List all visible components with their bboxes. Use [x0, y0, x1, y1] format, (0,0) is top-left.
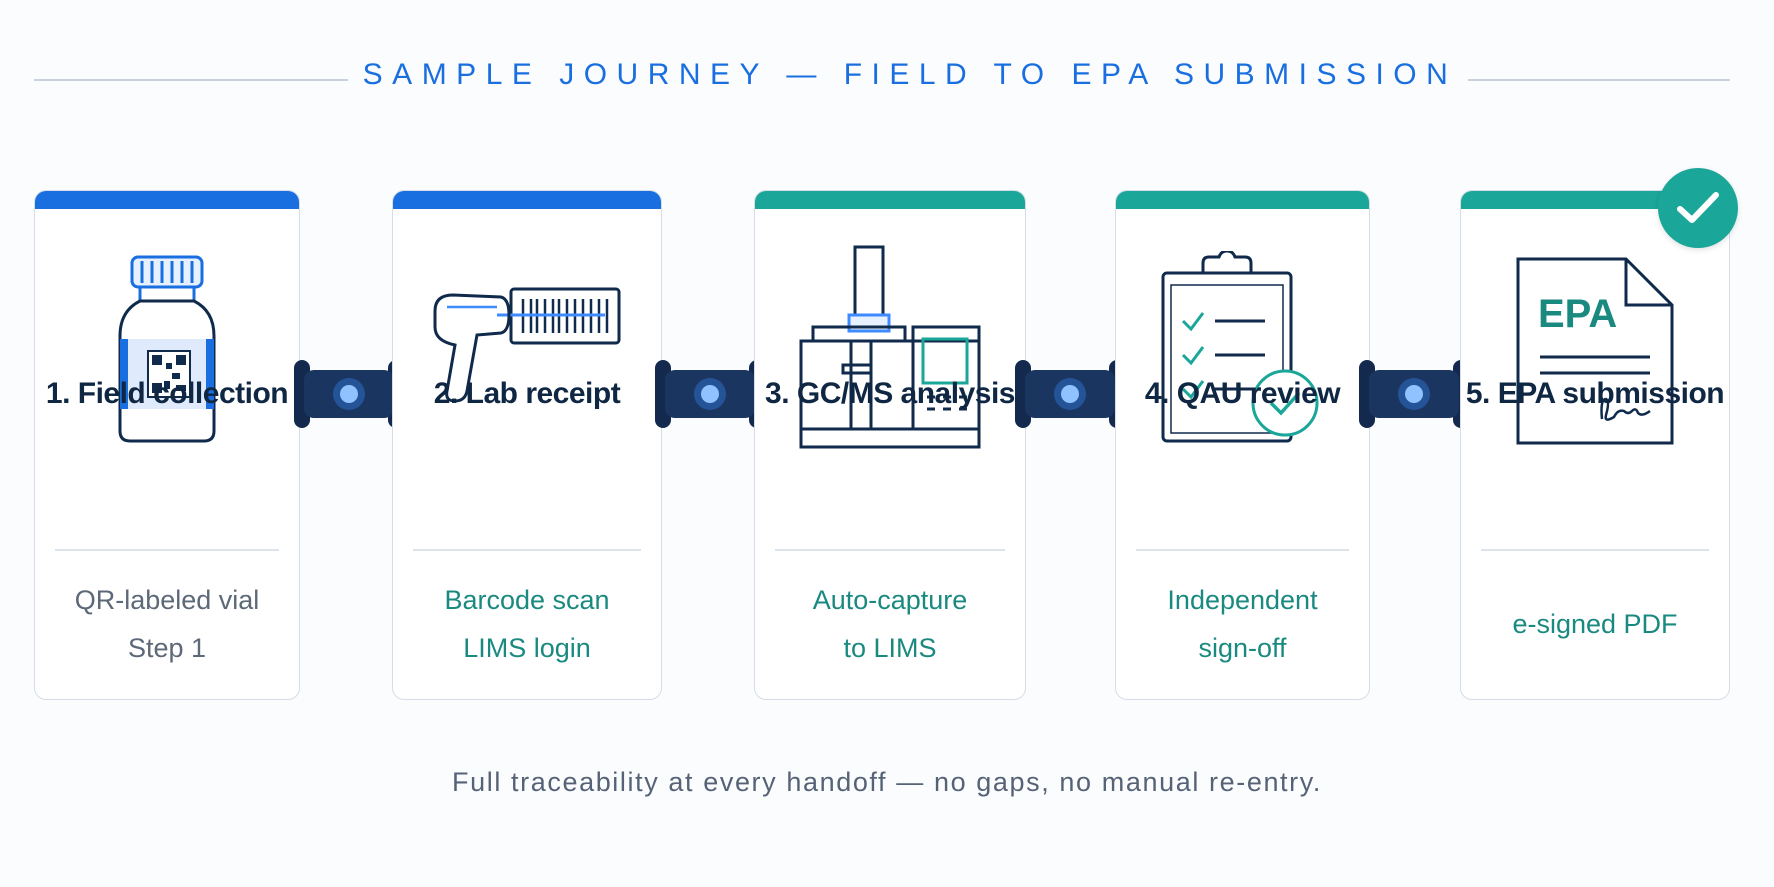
barcode-scanner-icon: [393, 231, 661, 471]
page-title: SAMPLE JOURNEY — FIELD TO EPA SUBMISSION: [362, 58, 1458, 91]
connector-3-4: [1015, 360, 1125, 428]
step-divider: [1136, 549, 1349, 551]
step-description-line: Barcode scan: [444, 585, 610, 615]
step-title: 2. Lab receipt: [433, 377, 621, 410]
connector-4-5: [1359, 360, 1469, 428]
step-description: Barcode scan LIMS login: [393, 576, 661, 672]
step-title: 4. QAU review: [1144, 377, 1341, 410]
step-description: Independent sign-off: [1116, 576, 1369, 672]
header-rule-right: [1468, 79, 1730, 81]
step-divider: [55, 549, 279, 551]
epa-document-icon: EPA: [1461, 231, 1729, 471]
footer-caption: Full traceability at every handoff — no …: [452, 767, 1322, 797]
step-description-line: to LIMS: [843, 633, 937, 663]
header: SAMPLE JOURNEY — FIELD TO EPA SUBMISSION: [0, 0, 1774, 160]
vial-qr-icon: [35, 231, 299, 471]
step-description-line: Auto-capture: [812, 585, 968, 615]
step-description: Auto-capture to LIMS: [755, 576, 1025, 672]
connector-1-2: [294, 360, 404, 428]
step-title: 1. Field collection: [45, 377, 289, 410]
step-description: e-signed PDF: [1461, 600, 1729, 648]
step-accent-bar: [755, 191, 1025, 209]
header-rule-left: [34, 79, 348, 81]
step-divider: [413, 549, 641, 551]
step-card-field-collection: 1. Field collection QR-labeled vial Step…: [34, 190, 300, 700]
connector-2-3: [655, 360, 765, 428]
step-description-line: e-signed PDF: [1512, 609, 1678, 639]
step-title: 5. EPA submission: [1465, 377, 1725, 410]
gcms-instrument-icon: [755, 231, 1025, 471]
step-accent-bar: [35, 191, 299, 209]
epa-document-text: EPA: [1538, 292, 1617, 336]
step-card-epa-submission: EPA 5. EPA submission e-signed PDF: [1460, 190, 1730, 700]
step-description-line: Step 1: [127, 633, 207, 663]
step-divider: [1481, 549, 1709, 551]
step-divider: [775, 549, 1005, 551]
step-card-qau-review: 4. QAU review Independent sign-off: [1115, 190, 1370, 700]
step-card-lab-receipt: 2. Lab receipt Barcode scan LIMS login: [392, 190, 662, 700]
step-title: 3. GC/MS analysis: [765, 377, 1015, 410]
step-description-line: LIMS login: [463, 633, 591, 663]
step-description-line: sign-off: [1198, 633, 1287, 663]
clipboard-check-icon: [1116, 231, 1369, 471]
step-accent-bar: [393, 191, 661, 209]
step-card-gcms-analysis: 3. GC/MS analysis Auto-capture to LIMS: [754, 190, 1026, 700]
checkmark-icon: [1658, 168, 1738, 248]
step-description: QR-labeled vial Step 1: [35, 576, 299, 672]
step-accent-bar: [1116, 191, 1369, 209]
step-description-line: Independent: [1167, 585, 1318, 615]
step-description-line: QR-labeled vial: [74, 585, 260, 615]
